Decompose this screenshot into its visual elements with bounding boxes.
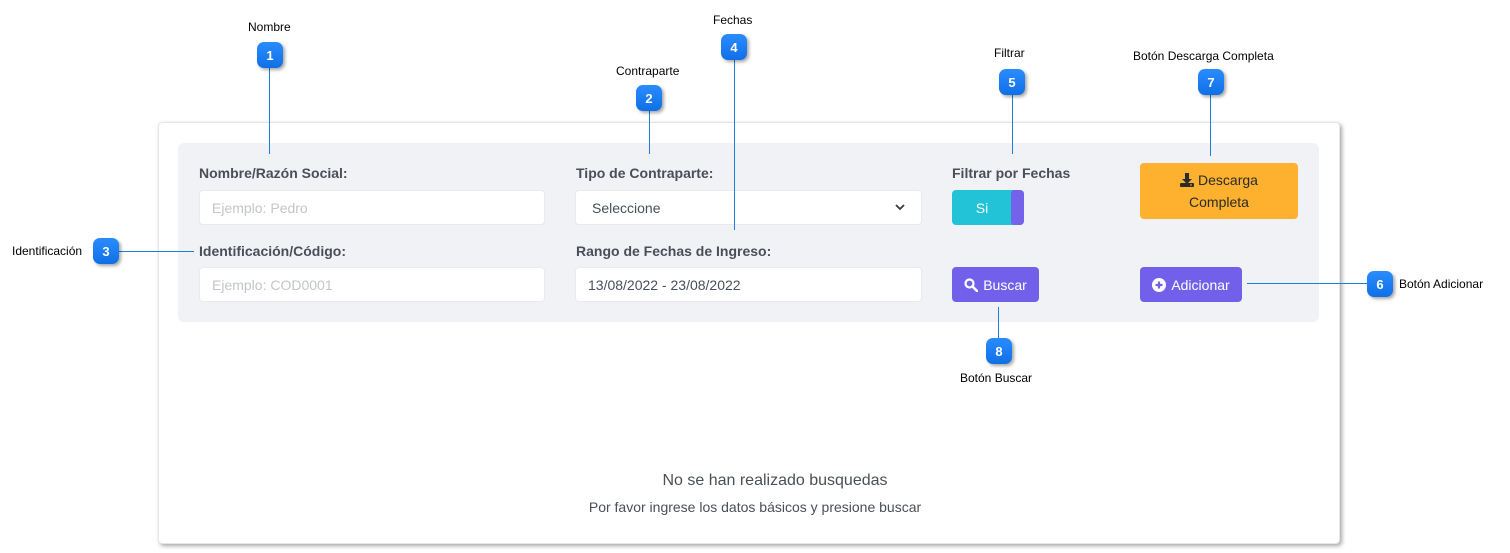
tipo-contraparte-select[interactable]: Seleccione (575, 190, 922, 225)
annotation-label-5: Filtrar (994, 46, 1025, 60)
annotation-label-1: Nombre (248, 20, 291, 34)
identificacion-input[interactable] (199, 267, 545, 302)
annotation-badge-3: 3 (93, 238, 119, 264)
annotation-label-4: Fechas (713, 13, 753, 27)
annotation-label-2: Contraparte (616, 64, 680, 78)
annotation-badge-6: 6 (1367, 271, 1393, 297)
annotation-label-3: Identificación (12, 244, 83, 258)
annotation-badge-2: 2 (636, 85, 662, 111)
annotation-line-4 (734, 58, 735, 230)
download-icon (1180, 173, 1195, 187)
annotation-line-5 (1012, 94, 1013, 154)
empty-state-title: No se han realizado busquedas (662, 472, 888, 489)
rango-fechas-label: Rango de Fechas de Ingreso: (576, 243, 772, 259)
annotation-label-8: Botón Buscar (960, 371, 1033, 385)
search-icon (964, 277, 979, 292)
buscar-label: Buscar (983, 276, 1027, 293)
chevron-down-icon (895, 204, 905, 211)
toggle-knob (1011, 190, 1024, 225)
annotation-badge-8: 8 (986, 338, 1012, 364)
descarga-line2: Completa (1189, 194, 1249, 210)
annotation-line-2 (649, 110, 650, 154)
annotation-badge-1: 1 (257, 42, 283, 68)
nombre-label: Nombre/Razón Social: (199, 165, 348, 181)
annotation-line-3 (118, 251, 194, 252)
annotation-badge-7: 7 (1198, 69, 1224, 95)
annotation-badge-4: 4 (721, 34, 747, 60)
empty-state-subtitle: Por favor ingrese los datos básicos y pr… (588, 499, 922, 515)
rango-fechas-input[interactable] (575, 267, 922, 302)
adicionar-button[interactable]: Adicionar (1140, 267, 1242, 302)
annotation-badge-5: 5 (999, 69, 1025, 95)
filtrar-fechas-toggle[interactable]: Si (952, 190, 1024, 225)
annotation-line-7 (1210, 94, 1211, 156)
buscar-button[interactable]: Buscar (952, 267, 1039, 302)
annotation-label-6: Botón Adicionar (1399, 277, 1484, 291)
nombre-input[interactable] (199, 190, 545, 225)
tipo-contraparte-value: Seleccione (592, 199, 661, 216)
identificacion-label: Identificación/Código: (199, 243, 346, 259)
filtrar-fechas-label: Filtrar por Fechas (952, 165, 1071, 181)
descarga-line1: Descarga (1198, 172, 1258, 188)
annotation-line-1 (269, 68, 270, 154)
adicionar-label: Adicionar (1171, 276, 1230, 293)
descarga-completa-button[interactable]: Descarga Completa (1140, 163, 1298, 219)
plus-circle-icon (1152, 277, 1167, 292)
tipo-contraparte-label: Tipo de Contraparte: (576, 165, 714, 181)
annotation-label-7: Botón Descarga Completa (1133, 49, 1274, 63)
toggle-on-label: Si (975, 199, 989, 216)
annotation-line-8 (998, 307, 999, 341)
annotation-line-6 (1247, 283, 1369, 284)
